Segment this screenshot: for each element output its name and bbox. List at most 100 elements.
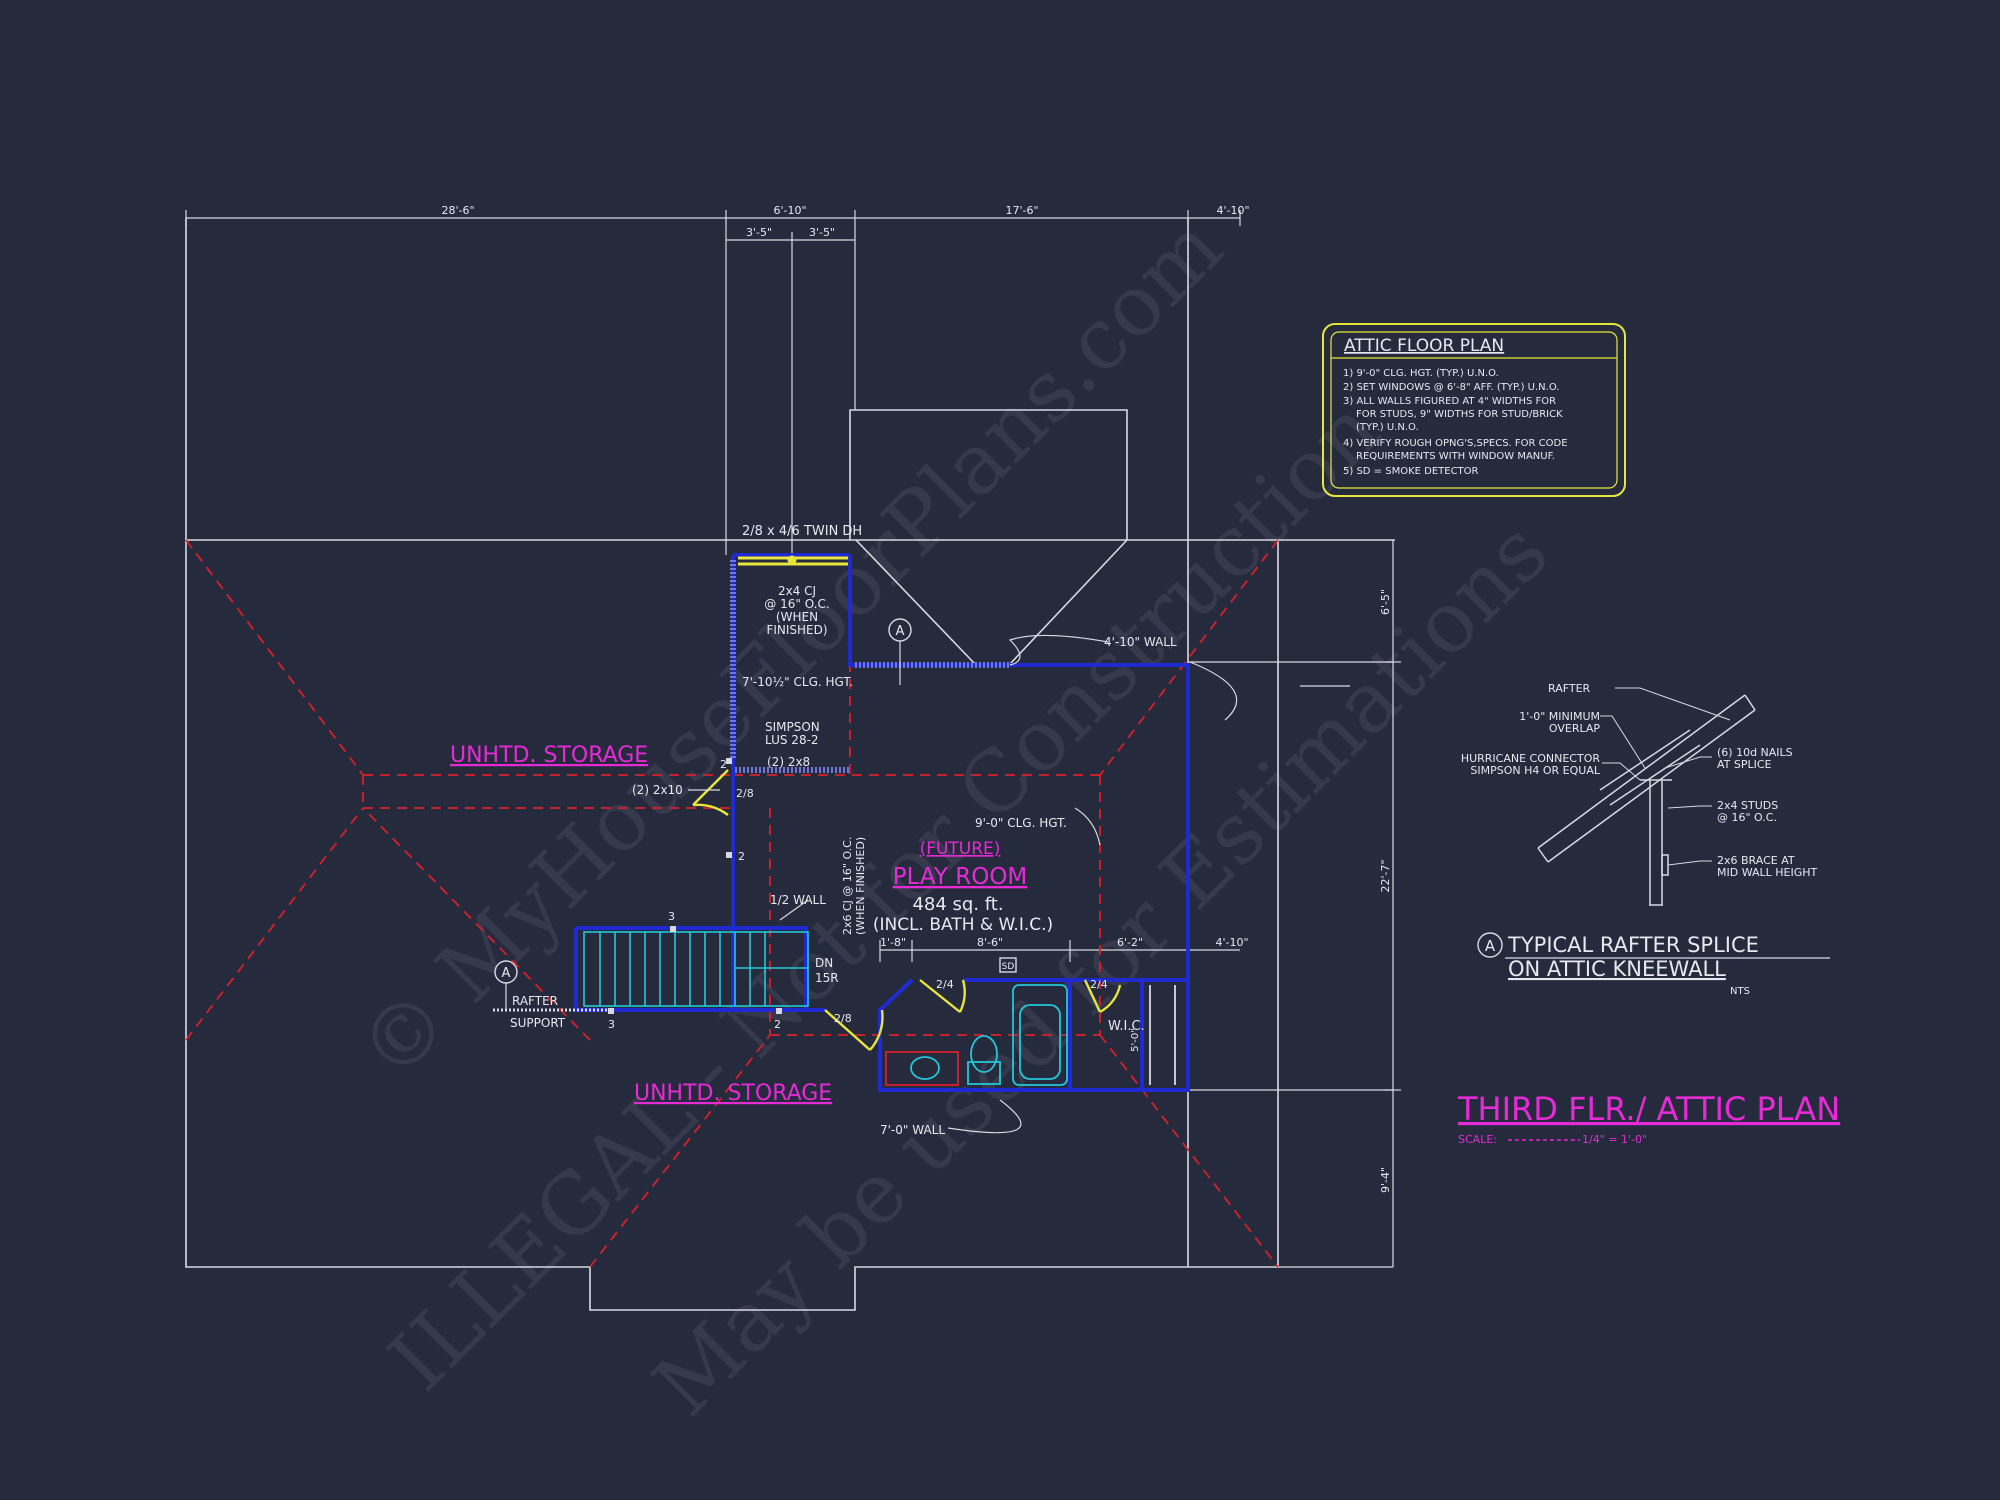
section-tag-a-1: A [896,624,905,639]
play-room-area-note: (INCL. BATH & W.I.C.) [873,915,1053,935]
note-line-5: (TYP.) U.N.O. [1356,422,1419,433]
door-2-4-label-b: 2/4 [1090,978,1108,991]
wic-label: W.I.C. [1108,1019,1145,1034]
leader-lines [688,634,1350,1134]
detail-hurricane-2: SIMPSON H4 OR EQUAL [1470,764,1600,777]
dim-3-5-b: 3'-5" [809,226,835,239]
dim-22-7: 22'-7" [1379,859,1392,892]
post-nodes [608,758,782,1014]
stair-dn-label: DN [815,956,833,970]
rafter-splice-detail: RAFTER 1'-0" MINIMUM OVERLAP HURRICANE C… [1461,682,1830,997]
detail-studs-2: @ 16" O.C. [1717,811,1777,824]
notes-title: ATTIC FLOOR PLAN [1344,336,1504,356]
note-line-6: 4) VERIFY ROUGH OPNG'S,SPECS. FOR CODE [1343,438,1568,449]
dim-bath-8-6: 8'-6" [977,936,1003,949]
top-dimensions: 28'-6" 6'-10" 3'-5" 3'-5" 17'-6" 4'-10" … [441,204,1392,1193]
note-line-2: 2) SET WINDOWS @ 6'-8" AFF. (TYP.) U.N.O… [1343,382,1559,393]
door-2-4-label-a: 2/4 [936,978,954,991]
room-labels: UNHTD. STORAGE UNHTD. STORAGE (FUTURE) P… [450,743,1053,1106]
bath-fixtures [885,984,1176,1086]
dim-4-10: 4'-10" [1216,204,1249,217]
dim-bath-1-8: 1'-8" [880,936,906,949]
doors [692,769,1122,1051]
attic-floor-plan-notes: ATTIC FLOOR PLAN 1) 9'-0" CLG. HGT. (TYP… [1322,323,1626,497]
sheet-title-block: THIRD FLR./ ATTIC PLAN SCALE: 1/4" = 1'-… [1457,1090,1840,1146]
simpson-label-2: LUS 28-2 [765,733,819,747]
cj-label-4: FINISHED) [766,623,827,637]
dim-9-4: 9'-4" [1379,1167,1392,1193]
detail-brace-1: 2x6 BRACE AT [1717,854,1795,867]
sheet-scale-label: SCALE: [1458,1133,1497,1146]
note-line-3: 3) ALL WALLS FIGURED AT 4" WIDTHS FOR [1343,396,1556,407]
detail-title-2: ON ATTIC KNEEWALL [1508,957,1726,981]
hatched-walls [730,560,1010,773]
door-2-8-label-a: 2/8 [736,787,754,800]
dim-wic-5-0: 5'-0" [1130,1028,1141,1052]
storage-lower-label: UNHTD. STORAGE [634,1081,832,1106]
clg-hgt-9-label: 9'-0" CLG. HGT. [975,816,1067,830]
dim-17-6: 17'-6" [1005,204,1038,217]
clg-hgt-7-label: 7'-10½" CLG. HGT. [742,675,853,689]
sheet-scale-value: 1/4" = 1'-0" [1582,1133,1647,1146]
detail-overlap-1: 1'-0" MINIMUM [1519,710,1600,723]
node-num-2-c: 2 [774,1018,781,1031]
cj-vertical-label-1: 2x6 CJ @ 16" O.C. [841,837,854,935]
half-wall-label: 1/2 WALL [770,893,826,907]
node-num-3-a: 3 [668,910,675,923]
cj-label-1: 2x4 CJ [778,584,816,598]
cj-label-3: (WHEN [776,610,818,624]
sheet-title: THIRD FLR./ ATTIC PLAN [1457,1090,1840,1128]
node-num-2-b: 2 [738,850,745,863]
twin-dh-label: 2/8 x 4/6 TWIN DH [742,524,862,539]
detail-overlap-2: OVERLAP [1549,722,1600,735]
detail-tag: A [1485,937,1496,955]
dim-bath-4-10: 4'-10" [1215,936,1248,949]
rafter-support-label-2: SUPPORT [510,1016,566,1030]
section-marker-rafter-support: A [493,960,610,1012]
simpson-label-1: SIMPSON [765,720,820,734]
two-2x8-label: (2) 2x8 [767,755,810,769]
sd-label: SD [1002,962,1015,972]
note-line-1: 1) 9'-0" CLG. HGT. (TYP.) U.N.O. [1343,368,1499,379]
stair-risers-label: 15R [815,971,839,985]
wall-7-0-label: 7'-0" WALL [880,1123,945,1137]
rafter-support-label-1: RAFTER [512,994,558,1008]
smoke-detector: SD [999,957,1017,973]
dim-6-10: 6'-10" [773,204,806,217]
detail-nts: NTS [1730,986,1750,997]
stairs [583,931,809,1007]
future-label: (FUTURE) [920,839,1001,859]
detail-rafter-label: RAFTER [1548,682,1591,695]
note-line-4: FOR STUDS, 9" WIDTHS FOR STUD/BRICK [1356,409,1563,420]
detail-nails-2: AT SPLICE [1717,758,1772,771]
dim-28-6: 28'-6" [441,204,474,217]
dim-6-5: 6'-5" [1379,589,1392,615]
detail-studs-1: 2x4 STUDS [1717,799,1778,812]
cj-label-2: @ 16" O.C. [764,597,829,611]
roof-ridge-lines [185,539,1279,1268]
roof-outline [185,218,1395,1311]
note-line-8: 5) SD = SMOKE DETECTOR [1343,466,1479,477]
twin-dh-window [738,555,848,566]
cj-vertical-label-2: (WHEN FINISHED) [854,837,867,935]
dim-bath-6-2: 6'-2" [1117,936,1143,949]
storage-upper-label: UNHTD. STORAGE [450,743,648,768]
door-2-8-label-b: 2/8 [834,1012,852,1025]
dim-3-5-a: 3'-5" [746,226,772,239]
section-marker-play-room: A [888,618,912,685]
node-num-2-a: 2 [720,758,727,771]
node-num-3-b: 3 [608,1018,615,1031]
play-room-area: 484 sq. ft. [912,894,1003,915]
wall-4-10-label: 4'-10" WALL [1104,635,1177,649]
section-tag-a-2: A [502,966,511,981]
detail-brace-2: MID WALL HEIGHT [1717,866,1818,879]
plan-labels: 2/8 x 4/6 TWIN DH 2x4 CJ @ 16" O.C. (WHE… [510,524,1177,1137]
dimension-lines [185,210,1401,1268]
play-room-label: PLAY ROOM [893,864,1028,890]
two-2x10-label: (2) 2x10 [632,783,683,797]
detail-hurricane-1: HURRICANE CONNECTOR [1461,752,1601,765]
note-line-7: REQUIREMENTS WITH WINDOW MANUF. [1356,451,1555,462]
detail-nails-1: (6) 10d NAILS [1717,746,1793,759]
detail-title-1: TYPICAL RAFTER SPLICE [1507,933,1759,957]
